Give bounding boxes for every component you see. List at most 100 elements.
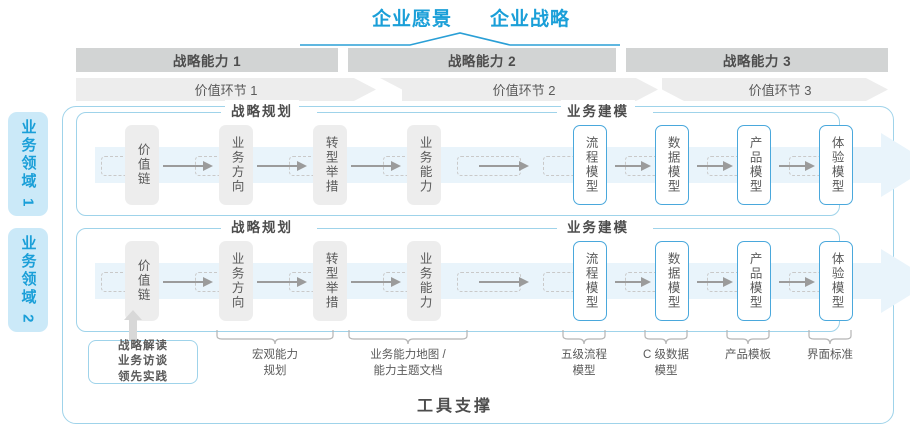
node-process-model[interactable]: 流程模型 [573, 241, 607, 321]
capability-bar-1-label: 战略能力 1 [172, 54, 242, 69]
node-label: 体验模型 [829, 252, 844, 310]
connector-arrow-icon [257, 277, 307, 287]
node-transformation-measures[interactable]: 转型举措 [313, 125, 347, 205]
connector-arrow-icon [351, 161, 401, 171]
domain-tag-2: 业务领域 2 [8, 228, 48, 332]
node-label: 价值链 [135, 143, 150, 187]
node-data-model[interactable]: 数据模型 [655, 241, 689, 321]
capability-bar-2: 战略能力 2 [348, 48, 616, 72]
node-product-model[interactable]: 产品模型 [737, 241, 771, 321]
brace-icon [644, 330, 688, 345]
capability-bar-1: 战略能力 1 [76, 48, 338, 72]
node-experience-model[interactable]: 体验模型 [819, 125, 853, 205]
brace-icon [808, 330, 852, 345]
node-process-model[interactable]: 流程模型 [573, 125, 607, 205]
bottom-label-3-line-1: 五级流程 [561, 349, 607, 361]
brace-icon [562, 330, 606, 345]
connector-arrow-icon [479, 161, 529, 171]
domain-row-2: 战略规划 业务建模 价值链 业务方向 转型举措 业务能力 流程模型 数据模型 产… [76, 216, 840, 332]
node-business-direction[interactable]: 业务方向 [219, 125, 253, 205]
connector-arrow-icon [163, 277, 213, 287]
bottom-label-4-line-2: 模型 [654, 364, 678, 377]
node-label: 业务方向 [229, 136, 244, 194]
vision-header: 企业愿景 企业战略 [0, 4, 910, 30]
node-label: 价值链 [135, 259, 150, 303]
node-value-chain[interactable]: 价值链 [125, 125, 159, 205]
domain-row-1: 战略规划 业务建模 价值链 业务方向 转型举措 业务能力 流程模型 数据模型 产… [76, 100, 840, 216]
tool-box-line-3: 领先实践 [118, 370, 168, 383]
connector-arrow-icon [351, 277, 401, 287]
node-experience-model[interactable]: 体验模型 [819, 241, 853, 321]
node-label: 流程模型 [583, 136, 598, 194]
node-label: 业务能力 [417, 252, 432, 310]
connector-arrow-icon [163, 161, 213, 171]
value-chain-bar-3-label: 价值环节 3 [748, 83, 812, 98]
bottom-label-2: 业务能力地图 / 能力主题文档 [348, 348, 468, 379]
enterprise-strategy-title: 企业战略 [490, 9, 571, 30]
node-label: 业务能力 [417, 136, 432, 194]
domain-tag-2-label: 业务领域 2 [19, 234, 37, 326]
section-title-strategy-planning-2: 战略规划 [225, 216, 299, 236]
connector-arrow-icon [479, 277, 529, 287]
capability-bar-2-label: 战略能力 2 [447, 54, 517, 69]
connector-arrow-icon [779, 277, 815, 287]
node-label: 体验模型 [829, 136, 844, 194]
connector-arrow-icon [257, 161, 307, 171]
bottom-label-3: 五级流程 模型 [538, 348, 630, 379]
bottom-label-5: 产品模板 [702, 348, 794, 364]
bottom-label-6-line-1: 界面标准 [807, 349, 853, 361]
node-business-direction[interactable]: 业务方向 [219, 241, 253, 321]
bottom-label-2-line-2: 能力主题文档 [373, 364, 443, 377]
enterprise-vision-title: 企业愿景 [372, 9, 453, 30]
domain-tag-1: 业务领域 1 [8, 112, 48, 216]
bottom-label-3-line-2: 模型 [572, 364, 596, 377]
brace-icon [348, 330, 468, 345]
connector-arrow-icon [615, 161, 651, 171]
bottom-label-4: C 级数据 模型 [620, 348, 712, 379]
bottom-label-6: 界面标准 [784, 348, 876, 364]
node-business-capability[interactable]: 业务能力 [407, 125, 441, 205]
value-chain-bar-1: 价值环节 1 [76, 78, 376, 101]
bottom-label-1-line-2: 规划 [263, 364, 287, 377]
node-business-capability[interactable]: 业务能力 [407, 241, 441, 321]
node-transformation-measures[interactable]: 转型举措 [313, 241, 347, 321]
brace-icon [216, 330, 334, 345]
bottom-label-4-line-1: C 级数据 [643, 349, 689, 361]
node-value-chain[interactable]: 价值链 [125, 241, 159, 321]
node-label: 数据模型 [665, 136, 680, 194]
value-chain-bar-3: 价值环节 3 [662, 78, 888, 101]
node-label: 业务方向 [229, 252, 244, 310]
node-label: 产品模型 [747, 252, 762, 310]
node-label: 产品模型 [747, 136, 762, 194]
section-title-business-modeling-1: 业务建模 [561, 100, 635, 120]
connector-arrow-icon [779, 161, 815, 171]
value-chain-bar-2: 价值环节 2 [380, 78, 658, 101]
node-label: 转型举措 [323, 252, 338, 310]
connector-arrow-icon [615, 277, 651, 287]
capability-bar-3: 战略能力 3 [626, 48, 888, 72]
peak-connector-line [300, 32, 620, 46]
connector-arrow-icon [697, 277, 733, 287]
node-data-model[interactable]: 数据模型 [655, 125, 689, 205]
capability-bar-3-label: 战略能力 3 [722, 54, 792, 69]
brace-icon [726, 330, 770, 345]
value-chain-bar-1-label: 价值环节 1 [194, 83, 258, 98]
tool-support-title: 工具支撑 [416, 398, 493, 415]
tool-box-line-1: 战略解读 [118, 339, 168, 352]
node-label: 数据模型 [665, 252, 680, 310]
node-label: 转型举措 [323, 136, 338, 194]
bottom-label-2-line-1: 业务能力地图 / [370, 349, 446, 361]
bottom-label-5-line-1: 产品模板 [725, 349, 771, 361]
bottom-label-1: 宏观能力 规划 [215, 348, 335, 379]
domain-tag-1-label: 业务领域 1 [19, 118, 37, 210]
tool-box-line-2: 业务访谈 [118, 355, 168, 368]
section-title-business-modeling-2: 业务建模 [561, 216, 635, 236]
value-chain-bar-2-label: 价值环节 2 [492, 83, 556, 98]
tool-input-box[interactable]: 战略解读 业务访谈 领先实践 [88, 340, 198, 384]
section-title-strategy-planning-1: 战略规划 [225, 100, 299, 120]
connector-arrow-icon [697, 161, 733, 171]
bottom-label-1-line-1: 宏观能力 [252, 349, 298, 361]
node-product-model[interactable]: 产品模型 [737, 125, 771, 205]
up-arrow-icon [124, 310, 142, 344]
